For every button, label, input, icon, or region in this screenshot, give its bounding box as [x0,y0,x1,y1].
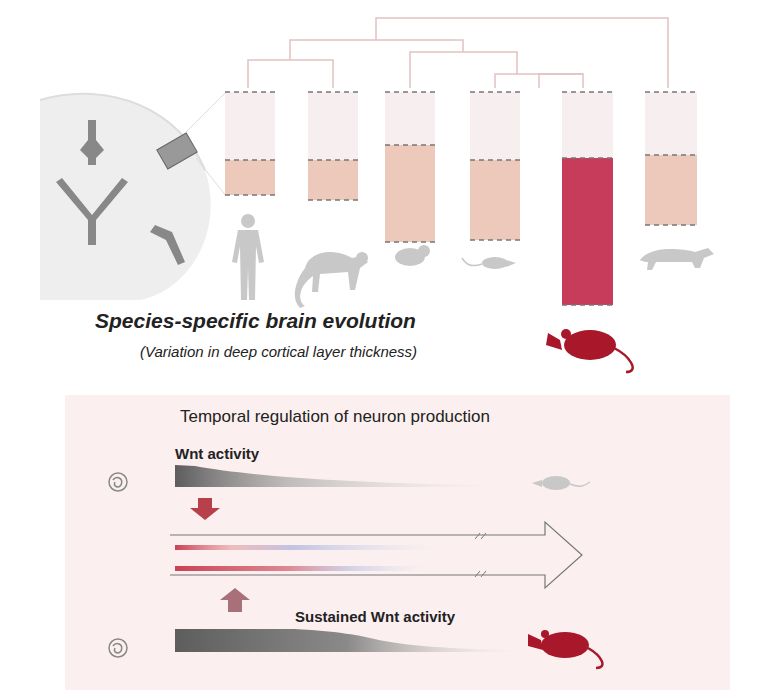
subheading: (Variation in deep cortical layer thickn… [140,343,417,361]
track-label: Sustained Wnt activity [295,608,455,626]
neuron-output-line [175,566,425,571]
mouse-icon [532,476,590,490]
panel-heading: Temporal regulation of neuron production [180,407,490,427]
sustained-wnt-gradient [175,629,520,652]
phylogeny-tree [248,18,668,88]
time-arrow [170,522,582,588]
track-label: Wnt activity [175,445,259,463]
panel: Temporal regulation of neuron production… [65,395,730,690]
panel-ground [65,395,730,690]
brain-section [40,92,226,300]
cortical-columns [225,92,697,305]
neuron-output-line [175,545,435,550]
rat-icon [528,630,602,668]
down-arrow [190,498,220,520]
species-silhouettes [232,214,714,308]
rat-silhouette [546,329,633,372]
embryo-icons [109,473,127,657]
wnt-gradient [175,465,500,487]
up-arrow [220,588,250,612]
heading: Species-specific brain evolution [95,308,416,333]
